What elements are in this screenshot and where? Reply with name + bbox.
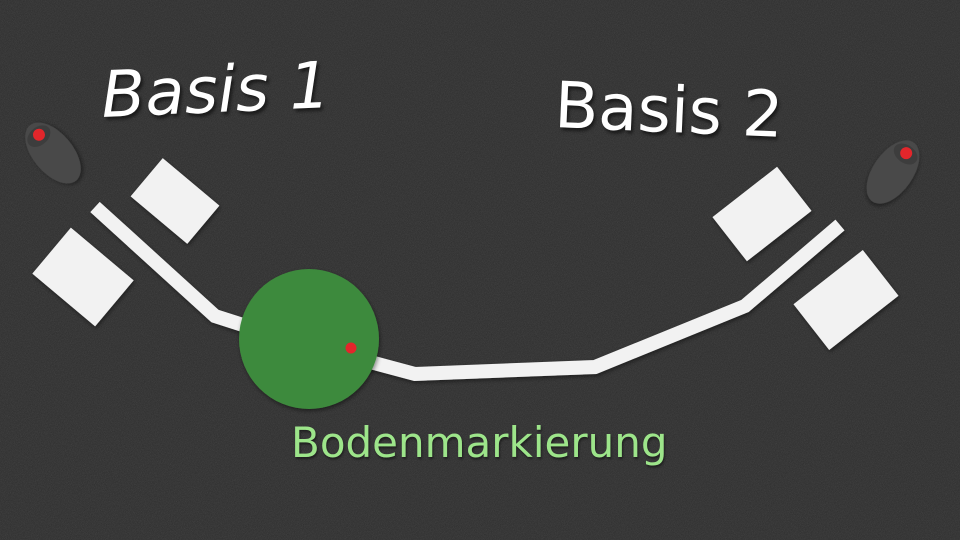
base-1-pad-lower xyxy=(32,227,134,327)
base-2-pad-lower xyxy=(793,250,899,350)
base-2-label: Basis 2 xyxy=(552,69,785,153)
floor-marking-label: Bodenmarkierung xyxy=(291,418,668,467)
base-2-pads xyxy=(712,166,899,350)
red-dot-icon xyxy=(900,147,913,160)
red-dot-icon xyxy=(32,128,45,141)
base-2-pad-upper xyxy=(712,166,812,262)
lamp-body xyxy=(25,122,81,184)
lamp-icon xyxy=(25,122,81,184)
base-1-pad-upper xyxy=(130,158,220,244)
floor-marking-circle xyxy=(239,269,379,409)
red-dot-icon xyxy=(345,342,357,354)
base-1-pads xyxy=(32,158,220,327)
floor-marking xyxy=(239,269,379,409)
lamp-icon xyxy=(866,140,920,204)
base-1-label: Basis 1 xyxy=(99,49,332,133)
lamp-body xyxy=(866,140,920,204)
